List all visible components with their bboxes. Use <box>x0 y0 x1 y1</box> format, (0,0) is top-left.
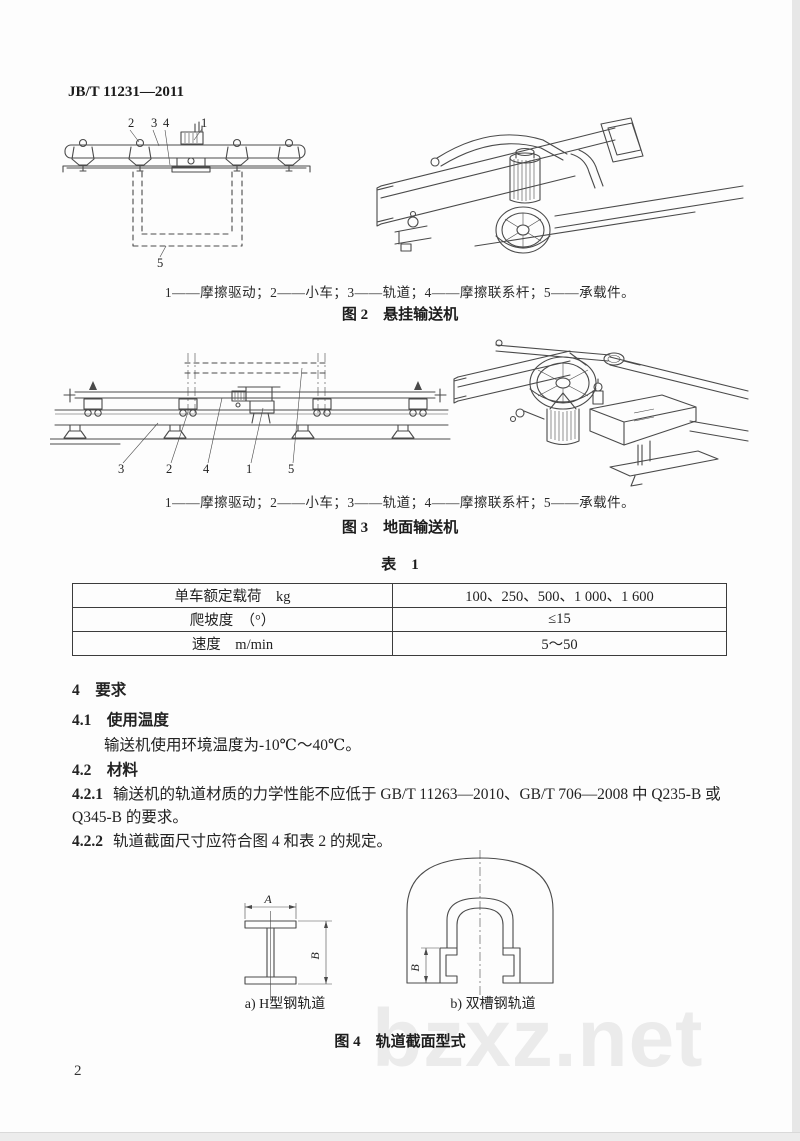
figure2-legend: 1——摩擦驱动；2——小车；3——轨道；4——摩擦联系杆；5——承载件。 <box>164 285 636 300</box>
callout-3: 3 <box>151 116 157 130</box>
dimension-label-B: B <box>308 952 322 960</box>
scan-right-edge <box>792 0 800 1141</box>
clause-421-line1: 4.2.1 输送机的轨道材质的力学性能不应低于 GB/T 11263—2010、G… <box>72 782 721 804</box>
figure3-floor-conveyor-drawing: 3 2 4 1 5 <box>50 339 749 487</box>
clause-421-line2: Q345-B 的要求。 <box>72 809 188 826</box>
dimension-label-B: B <box>408 964 422 972</box>
scan-bottom-edge <box>0 1132 800 1141</box>
table-row: 单车额定载荷 kg 100、250、500、1 000、1 600 <box>72 583 727 608</box>
standard-number-header: JB/T 11231—2011 <box>68 84 185 100</box>
figure3-legend: 1——摩擦驱动；2——小车；3——轨道；4——摩擦联系杆；5——承载件。 <box>164 495 636 510</box>
site-watermark: bzxz.net <box>372 993 704 1084</box>
dimension-label-A: A <box>263 892 272 906</box>
table1-caption: 表 1 <box>381 557 419 573</box>
trolley-symbols <box>83 398 428 417</box>
table1: 单车额定载荷 kg 100、250、500、1 000、1 600 爬坡度 （°… <box>72 583 727 656</box>
figure2-caption: 图 2 悬挂输送机 <box>341 307 459 323</box>
figure4b-label: b) 双槽钢轨道 <box>450 997 536 1012</box>
callout-5: 5 <box>288 462 294 476</box>
section41-heading: 4.1 使用温度 <box>72 712 169 729</box>
table-cell-value: ≤15 <box>392 607 727 632</box>
friction-drive-detail-isometric <box>376 117 744 254</box>
callout-1: 1 <box>201 116 207 130</box>
table-cell-label: 爬坡度 （°） <box>72 607 393 632</box>
figure4a-label: a) H型钢轨道 <box>244 997 326 1012</box>
callout-2: 2 <box>166 462 172 476</box>
table-row: 爬坡度 （°） ≤15 <box>72 607 727 632</box>
figure2-suspended-conveyor-drawing: 2 3 4 1 5 <box>62 116 744 270</box>
table-cell-value: 100、250、500、1 000、1 600 <box>392 583 727 608</box>
section41-body: 输送机使用环境温度为-10℃～40℃。 <box>104 737 361 754</box>
table-cell-label: 速度 m/min <box>72 631 393 656</box>
table-cell-value: 5～50 <box>392 631 727 656</box>
callout-4: 4 <box>163 116 170 130</box>
callout-3: 3 <box>118 462 124 476</box>
clause-422-number: 4.2.2 <box>72 833 103 850</box>
carrier-dashed-outline <box>132 171 243 247</box>
callout-1: 1 <box>246 462 252 476</box>
figure4b-double-channel-cross-section: B <box>406 850 554 1000</box>
table-cell-label: 单车额定载荷 kg <box>72 583 393 608</box>
carrier-dashed-outline <box>184 362 329 374</box>
trolley-symbols <box>71 138 301 172</box>
clause-422-line: 4.2.2 轨道截面尺寸应符合图 4 和表 2 的规定。 <box>72 829 392 851</box>
callout-2: 2 <box>128 116 134 130</box>
page-number: 2 <box>74 1063 82 1079</box>
figure4a-hbeam-cross-section: A B <box>244 892 332 1000</box>
clause-422-text: 轨道截面尺寸应符合图 4 和表 2 的规定。 <box>113 833 393 850</box>
rail-support-symbols <box>63 424 415 439</box>
clause-421-text: 输送机的轨道材质的力学性能不应低于 GB/T 11263—2010、GB/T 7… <box>113 786 721 803</box>
section42-heading: 4.2 材料 <box>72 762 138 779</box>
callout-5: 5 <box>157 256 163 270</box>
figure3-caption: 图 3 地面输送机 <box>341 520 459 536</box>
callout-4: 4 <box>203 462 210 476</box>
figure4-caption: 图 4 轨道截面型式 <box>334 1034 466 1050</box>
section4-heading: 4 要求 <box>72 682 127 699</box>
table-row: 速度 m/min 5～50 <box>72 631 727 656</box>
clause-421-number: 4.2.1 <box>72 786 103 803</box>
friction-drive-detail-isometric <box>453 339 749 487</box>
